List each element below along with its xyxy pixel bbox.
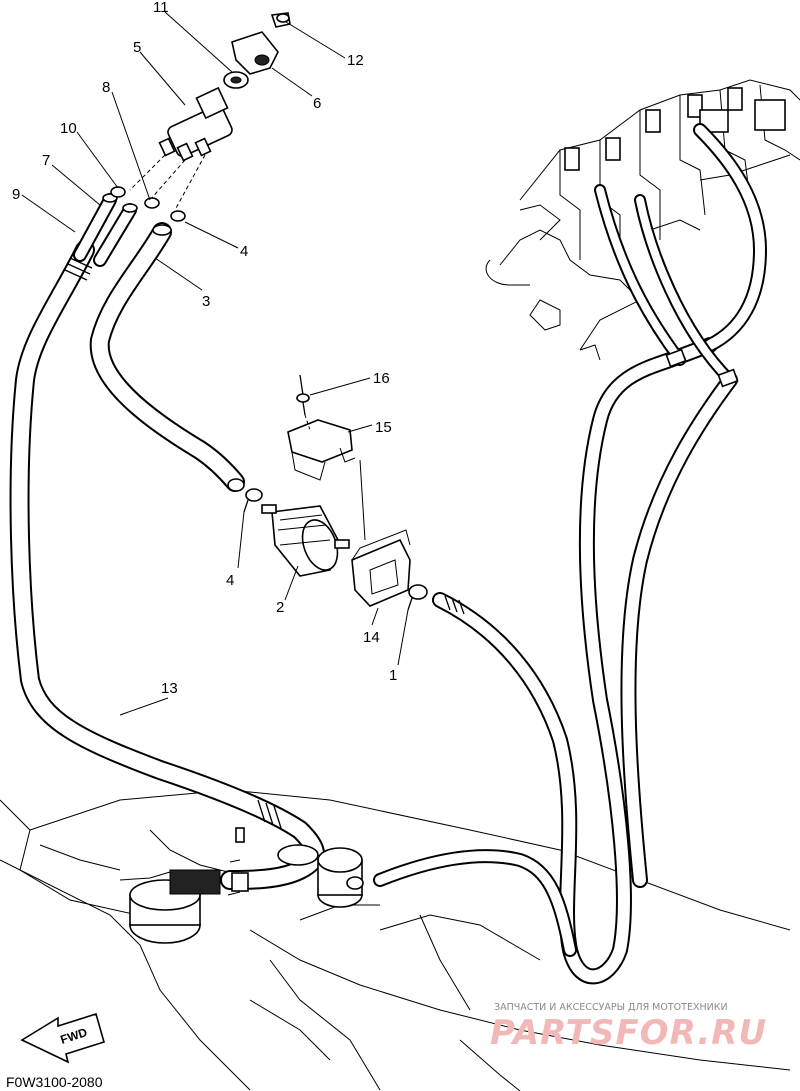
fuel-tank-outline: [0, 789, 791, 1091]
hose-clips-top: [110, 186, 186, 222]
filter-bracket-14: [351, 529, 411, 607]
diagram-code: F0W3100-2080: [6, 1074, 103, 1090]
callout-2: 2: [276, 599, 284, 616]
callout-labels: 11 12 6 5 8 10 7 9 4 3 16 15 4 2 14 1 13: [12, 0, 397, 697]
fuel-pickup-fittings: [119, 827, 364, 944]
fuel-cock-5: [129, 86, 233, 211]
callout-7: 7: [42, 152, 50, 169]
fuel-hose-return-loop: [373, 123, 767, 985]
watermark: ЗАПЧАСТИ И АКСЕССУАРЫ ДЛЯ МОТОТЕХНИКИ PA…: [490, 1002, 767, 1053]
callout-13: 12: [347, 52, 364, 69]
rivet-16: [296, 374, 311, 431]
callout-4-mid: 4: [226, 572, 234, 589]
leader-lines: [21, 11, 409, 716]
callout-8: 8: [102, 79, 110, 96]
valve-knob-6: [231, 31, 279, 75]
callout-5: 5: [133, 39, 141, 56]
watermark-tagline: ЗАПЧАСТИ И АКСЕССУАРЫ ДЛЯ МОТОТЕХНИКИ: [494, 1002, 728, 1013]
watermark-logo: PARTSFOR.RU: [490, 1013, 767, 1053]
callout-9: 9: [12, 186, 20, 203]
fuel-hose-3: [89, 222, 245, 492]
callout-12: 11: [153, 0, 169, 16]
bracket-15: [287, 419, 366, 541]
callout-6: 6: [313, 95, 321, 112]
callout-11: 13: [161, 680, 178, 697]
callout-1: 1: [389, 667, 397, 684]
callout-10: 10: [60, 120, 77, 137]
fwd-arrow: FWD: [20, 1012, 105, 1064]
valve-knob-assembly: [223, 12, 291, 89]
fuel-hose-11: [9, 240, 325, 890]
callout-16: 16: [373, 370, 390, 387]
fuel-filter-2: [261, 504, 350, 577]
engine-block: [485, 79, 800, 361]
callout-15: 15: [375, 419, 392, 436]
hoses-7-9-10: [73, 193, 138, 267]
clips-middle: [243, 488, 428, 611]
callout-3: 3: [202, 293, 210, 310]
callout-4-top: 4: [240, 243, 248, 260]
callout-14: 14: [363, 629, 380, 646]
